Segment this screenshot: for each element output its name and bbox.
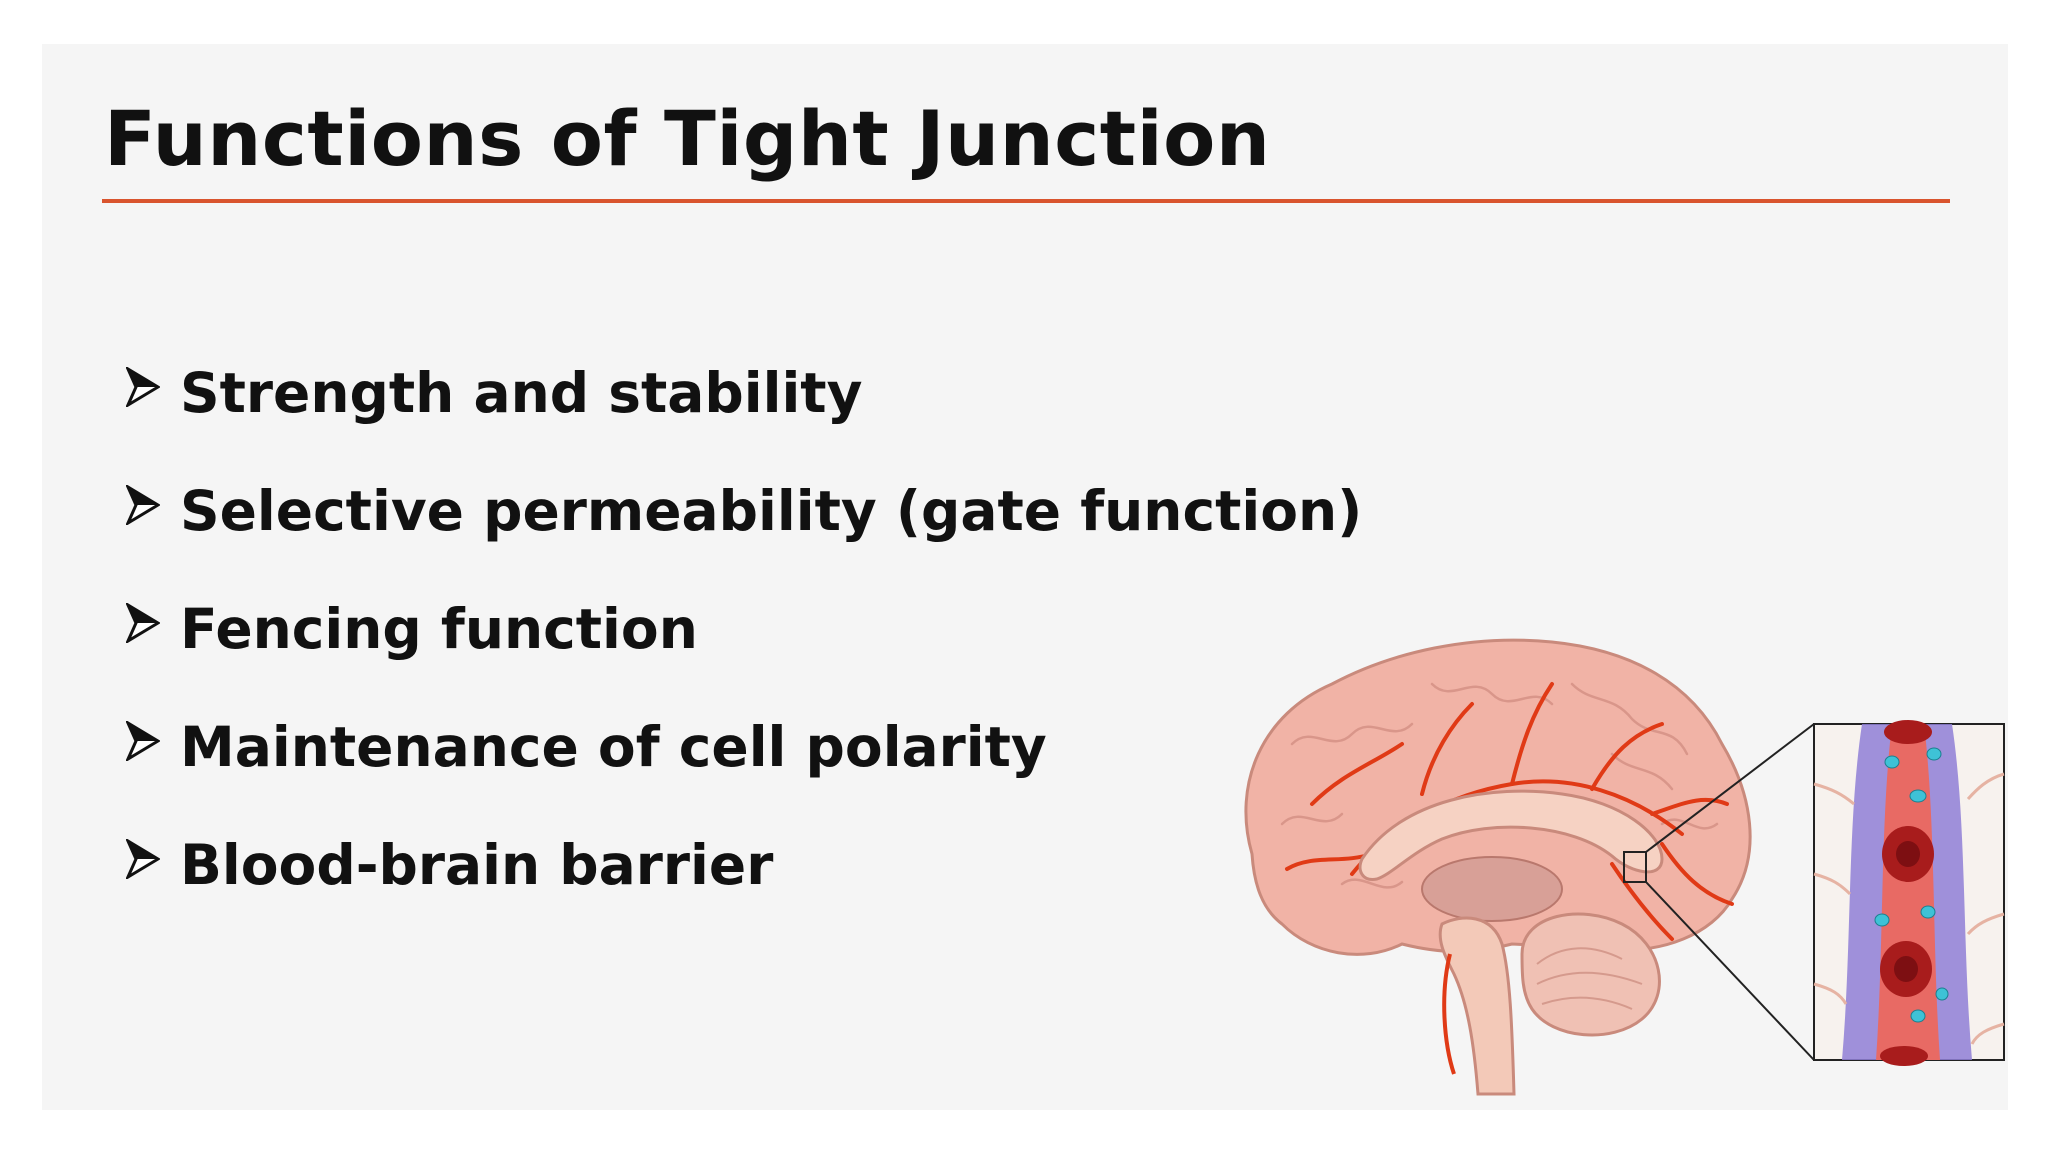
bullet-text: Selective permeability (gate function) bbox=[180, 479, 1363, 543]
title-underline bbox=[102, 199, 1950, 203]
bullet-item: Blood-brain barrier bbox=[126, 806, 1362, 924]
bullet-text: Maintenance of cell polarity bbox=[180, 715, 1047, 779]
brain-sagittal-icon bbox=[1244, 638, 1752, 1096]
bullet-item: Strength and stability bbox=[126, 334, 1362, 452]
bullet-text: Fencing function bbox=[180, 597, 698, 661]
arrowhead-bullet-icon bbox=[126, 367, 160, 407]
arrowhead-bullet-icon bbox=[126, 603, 160, 643]
slide-title: Functions of Tight Junction bbox=[104, 94, 1271, 183]
arrowhead-bullet-icon bbox=[126, 721, 160, 761]
bullet-text: Blood-brain barrier bbox=[180, 833, 774, 897]
bullet-text: Strength and stability bbox=[180, 361, 863, 425]
bullet-item: Selective permeability (gate function) bbox=[126, 452, 1362, 570]
bullet-list: Strength and stability Selective permeab… bbox=[126, 334, 1362, 924]
brain-illustration bbox=[1244, 638, 2005, 1096]
arrowhead-bullet-icon bbox=[126, 839, 160, 879]
bullet-item: Fencing function bbox=[126, 570, 1362, 688]
slide: Functions of Tight Junction Strength and… bbox=[42, 44, 2008, 1110]
blood-vessel-inset-icon bbox=[1813, 720, 2005, 1066]
arrowhead-bullet-icon bbox=[126, 485, 160, 525]
bullet-item: Maintenance of cell polarity bbox=[126, 688, 1362, 806]
